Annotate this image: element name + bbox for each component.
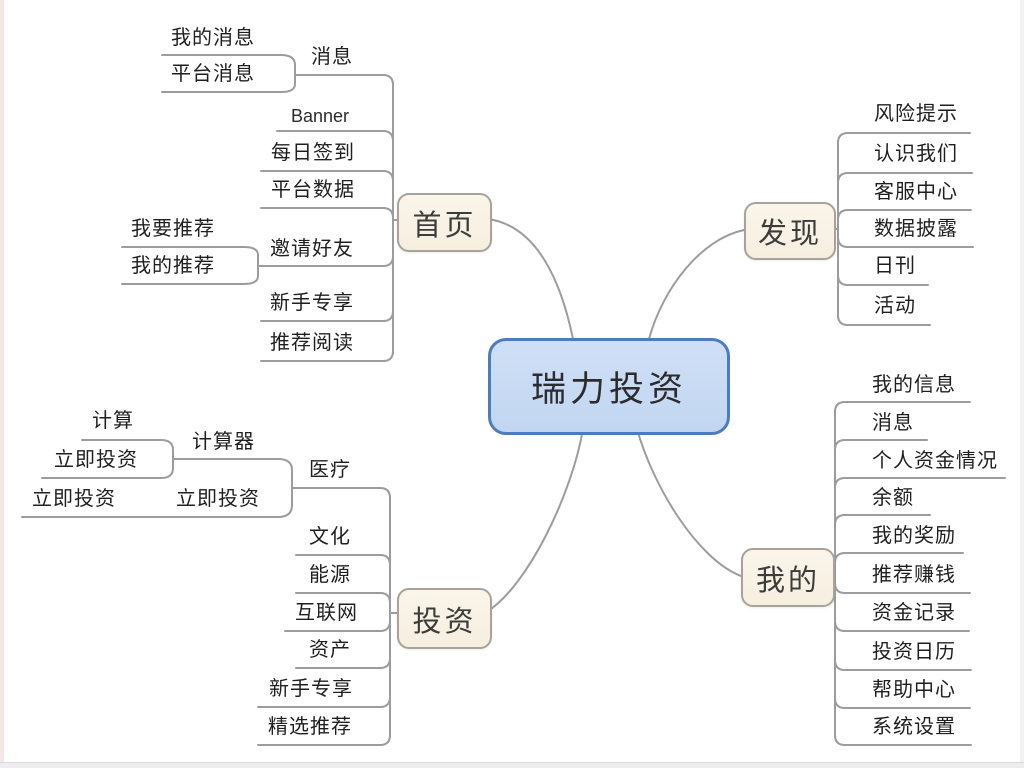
node-home-platform-data[interactable]: 平台数据	[271, 179, 355, 201]
node-my-referral-earn[interactable]: 推荐赚钱	[872, 564, 956, 586]
my-branch-lines	[830, 401, 1006, 746]
home-branch-lines	[121, 54, 399, 362]
node-discover-activity[interactable]: 活动	[874, 295, 916, 317]
node-home-i-want-recommend[interactable]: 我要推荐	[131, 218, 215, 240]
node-invest-invest-now-3[interactable]: 立即投资	[32, 488, 116, 510]
node-invest-invest-now-1[interactable]: 立即投资	[54, 449, 138, 471]
node-home-messages[interactable]: 消息	[311, 46, 353, 68]
node-invest-medical[interactable]: 医疗	[309, 459, 351, 481]
node-invest-calc[interactable]: 计算	[92, 410, 134, 432]
node-my-info[interactable]: 我的信息	[872, 374, 956, 396]
node-invest-internet[interactable]: 互联网	[295, 602, 358, 624]
node-discover-service-center[interactable]: 客服中心	[874, 181, 958, 203]
node-home-newbie-exclusive[interactable]: 新手专享	[270, 292, 354, 314]
node-home[interactable]: 首页	[397, 193, 492, 252]
discover-branch-lines	[831, 132, 974, 326]
node-discover[interactable]: 发现	[744, 202, 836, 260]
node-my[interactable]: 我的	[741, 548, 835, 607]
node-my-fund-records[interactable]: 资金记录	[872, 602, 956, 624]
node-root[interactable]: 瑞力投资	[488, 338, 730, 435]
node-invest-featured[interactable]: 精选推荐	[268, 716, 352, 738]
node-invest-culture[interactable]: 文化	[309, 526, 351, 548]
node-my-personal-funds[interactable]: 个人资金情况	[872, 450, 998, 472]
node-my-help-center[interactable]: 帮助中心	[872, 679, 956, 701]
node-invest[interactable]: 投资	[397, 588, 492, 649]
node-my-system-settings[interactable]: 系统设置	[872, 716, 956, 738]
node-home-messages-platform[interactable]: 平台消息	[171, 63, 255, 85]
node-my-invest-calendar[interactable]: 投资日历	[872, 641, 956, 663]
node-home-my-recommend[interactable]: 我的推荐	[131, 255, 215, 277]
node-invest-assets[interactable]: 资产	[309, 639, 351, 661]
root-connectors	[487, 218, 745, 612]
node-invest-calculator[interactable]: 计算器	[192, 431, 255, 453]
node-discover-risk-notice[interactable]: 风险提示	[874, 103, 958, 125]
node-my-balance[interactable]: 余额	[872, 487, 914, 509]
node-home-daily-checkin[interactable]: 每日签到	[271, 142, 355, 164]
node-discover-about-us[interactable]: 认识我们	[874, 143, 958, 165]
node-my-rewards[interactable]: 我的奖励	[872, 525, 956, 547]
node-my-messages[interactable]: 消息	[872, 412, 914, 434]
node-home-recommended-reading[interactable]: 推荐阅读	[270, 332, 354, 354]
node-home-invite-friends[interactable]: 邀请好友	[270, 238, 354, 260]
node-invest-energy[interactable]: 能源	[309, 564, 351, 586]
node-home-messages-my[interactable]: 我的消息	[171, 27, 255, 49]
node-discover-data-disclosure[interactable]: 数据披露	[874, 218, 958, 240]
node-invest-newbie-exclusive[interactable]: 新手专享	[269, 678, 353, 700]
node-discover-daily-journal[interactable]: 日刊	[874, 255, 916, 277]
node-home-banner[interactable]: Banner	[291, 106, 350, 126]
invest-branch-lines	[21, 439, 399, 746]
node-invest-invest-now-2[interactable]: 立即投资	[176, 488, 260, 510]
